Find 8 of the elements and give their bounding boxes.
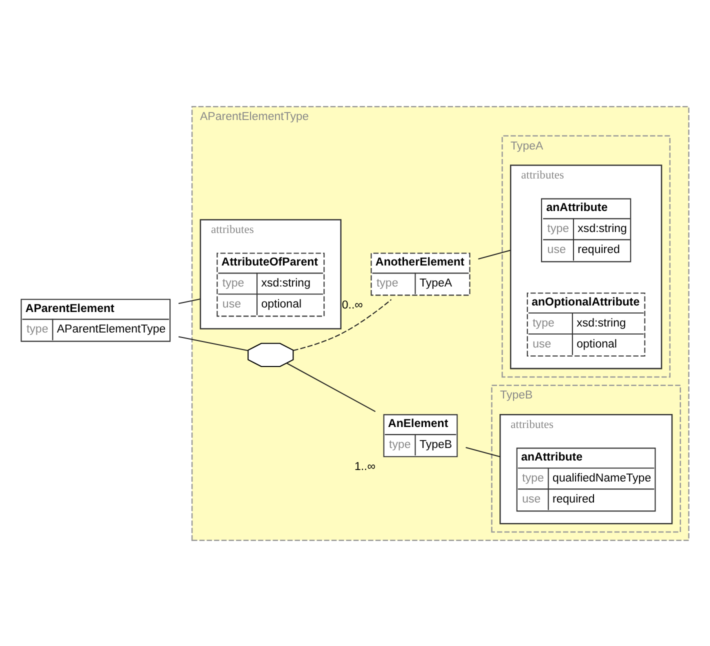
connector <box>286 362 376 412</box>
node-label: 0..∞ <box>342 299 363 312</box>
connector <box>293 298 392 350</box>
node-octagon <box>248 342 294 366</box>
connector <box>466 446 500 457</box>
connector <box>478 249 511 259</box>
connector <box>178 298 201 304</box>
node-label: 1..∞ <box>354 460 376 473</box>
